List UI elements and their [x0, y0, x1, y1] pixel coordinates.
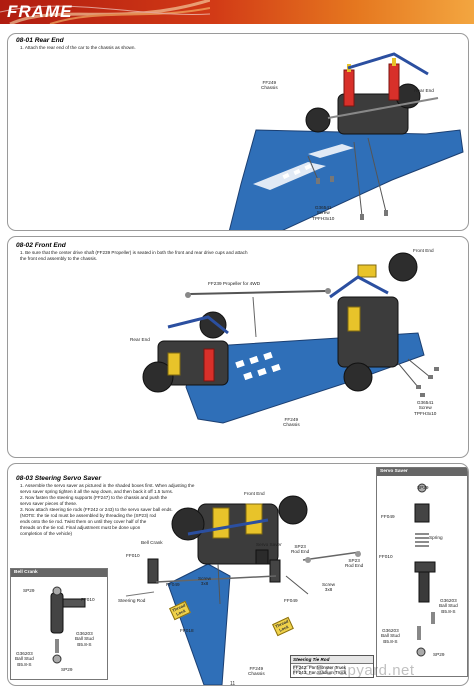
- rear-end-assembly: [337, 93, 409, 135]
- rear-spring-left: [343, 69, 355, 107]
- rear-spring-right: [388, 63, 400, 101]
- step-text: 2. Now fasten the steering supports (FF2…: [20, 495, 168, 500]
- label-ff049-b: FF049: [284, 598, 298, 603]
- bell-crank-parts: [50, 586, 86, 664]
- tie-rod: [302, 551, 361, 561]
- servo-saver-illustration: [125, 495, 361, 685]
- chassis-front: [167, 563, 231, 685]
- steering-tie-rod-box: Steering Tie Rod FF242: For Monster Truc…: [290, 655, 374, 678]
- rear-end-illustration: [228, 52, 464, 230]
- label-ff010: FF010: [379, 554, 393, 559]
- label-ff010: FF010: [126, 553, 140, 558]
- label-sp29: SP29: [433, 652, 445, 657]
- propeller-shaft: [189, 290, 327, 295]
- section-title: 08-03 Steering Servo Saver: [16, 475, 102, 482]
- front-end-assembly: [337, 296, 399, 368]
- tie-rod-title: Steering Tie Rod: [291, 656, 373, 665]
- steering-rod: [155, 575, 277, 583]
- label-steering-rod: Steering Rod: [118, 598, 146, 603]
- page-title: FRAME: [7, 2, 73, 21]
- header-swirl-decoration: [0, 0, 210, 24]
- tie-rod-line: FF243: For Stadium Truck: [293, 670, 347, 676]
- inset-title: Servo Saver: [377, 468, 467, 476]
- servo-saver-inset: Servo Saver SP29 FF049 Spring FF010 G362…: [376, 467, 468, 677]
- label-spring: Spring: [429, 535, 443, 540]
- label-sp29: SP29: [23, 588, 35, 593]
- servo-saver-parts: [414, 483, 436, 657]
- label-rear-end: Rear End: [130, 337, 150, 342]
- chassis-plate: [228, 129, 464, 230]
- step-text: threads on the tie rod. Final adjustment…: [20, 525, 141, 530]
- label-ff239-propeller: FF239 Propeller for 4WD: [208, 281, 261, 286]
- tie-rod-line: FF242: For Monster Truck: [293, 665, 347, 671]
- label-front-end: Front End: [413, 248, 434, 253]
- inset-title: Bell Crank: [11, 569, 107, 577]
- label-ff018: FF018: [180, 628, 194, 633]
- label-ff049: FF049: [381, 514, 395, 519]
- label-sp29: SP29: [61, 667, 73, 672]
- step-text: (NOTE: the tie rod must be assembled by …: [20, 513, 157, 518]
- step-text: servo saver pieces of these.: [20, 501, 78, 506]
- label-servo-saver: Servo Saver: [256, 542, 282, 547]
- step-text: ends onto the tie rod. Twist them on unt…: [20, 519, 147, 524]
- label-rear-end: Rear End: [414, 88, 434, 93]
- step-text: 1. Assemble the servo saver as pictured …: [20, 483, 195, 488]
- step-text: completion of the vehicle): [20, 531, 73, 536]
- watermark: RCScrapyard.net: [292, 662, 415, 679]
- label-sp29: SP29: [417, 485, 429, 490]
- label-front-end: Front End: [244, 491, 265, 496]
- step-text: 3. Now attach steering tie rods (FF242 o…: [20, 507, 173, 512]
- page-header: FRAME: [0, 0, 474, 24]
- step-text: 1. Attach the rear end of the car to the…: [20, 45, 136, 50]
- section-title: 08-01 Rear End: [16, 37, 64, 44]
- label-ff010: FF010: [81, 597, 95, 602]
- step-text: 1. Be sure that the center drive shaft (…: [20, 250, 248, 255]
- section-08-02-panel: 08-02 Front End 1. Be sure that the cent…: [7, 236, 469, 458]
- label-ff049: FF049: [166, 582, 180, 587]
- section-title: 08-02 Front End: [16, 242, 66, 249]
- page-number: 11: [230, 681, 236, 687]
- label-bell-crank: Bell Crank: [141, 540, 163, 545]
- step-text: the front end assembly to the chassis.: [20, 256, 98, 261]
- section-08-03-panel: 08-03 Steering Servo Saver 1. Assemble t…: [7, 463, 469, 686]
- step-text: servo saver spring tighten it all the wa…: [20, 489, 174, 494]
- section-08-01-panel: 08-01 Rear End 1. Attach the rear end of…: [7, 33, 469, 231]
- front-end-illustration: [142, 252, 439, 424]
